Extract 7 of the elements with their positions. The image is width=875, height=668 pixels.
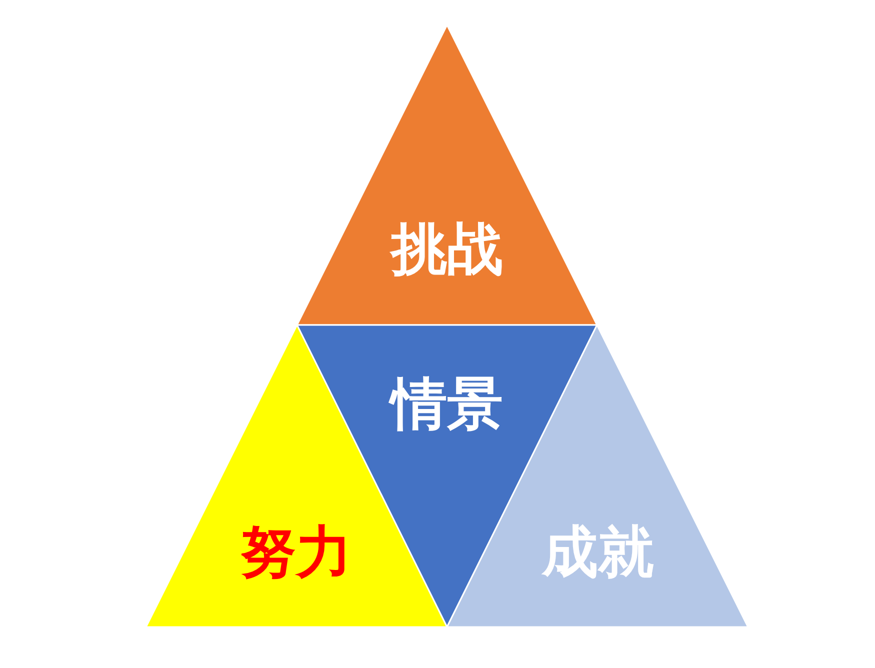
triangle	[447, 325, 748, 627]
triangle	[146, 325, 447, 627]
segment-label: 努力	[240, 525, 352, 581]
segment-label: 情景	[391, 377, 503, 433]
triangle	[297, 25, 597, 325]
segment-label: 挑战	[391, 222, 503, 278]
segment-label: 成就	[542, 525, 654, 581]
